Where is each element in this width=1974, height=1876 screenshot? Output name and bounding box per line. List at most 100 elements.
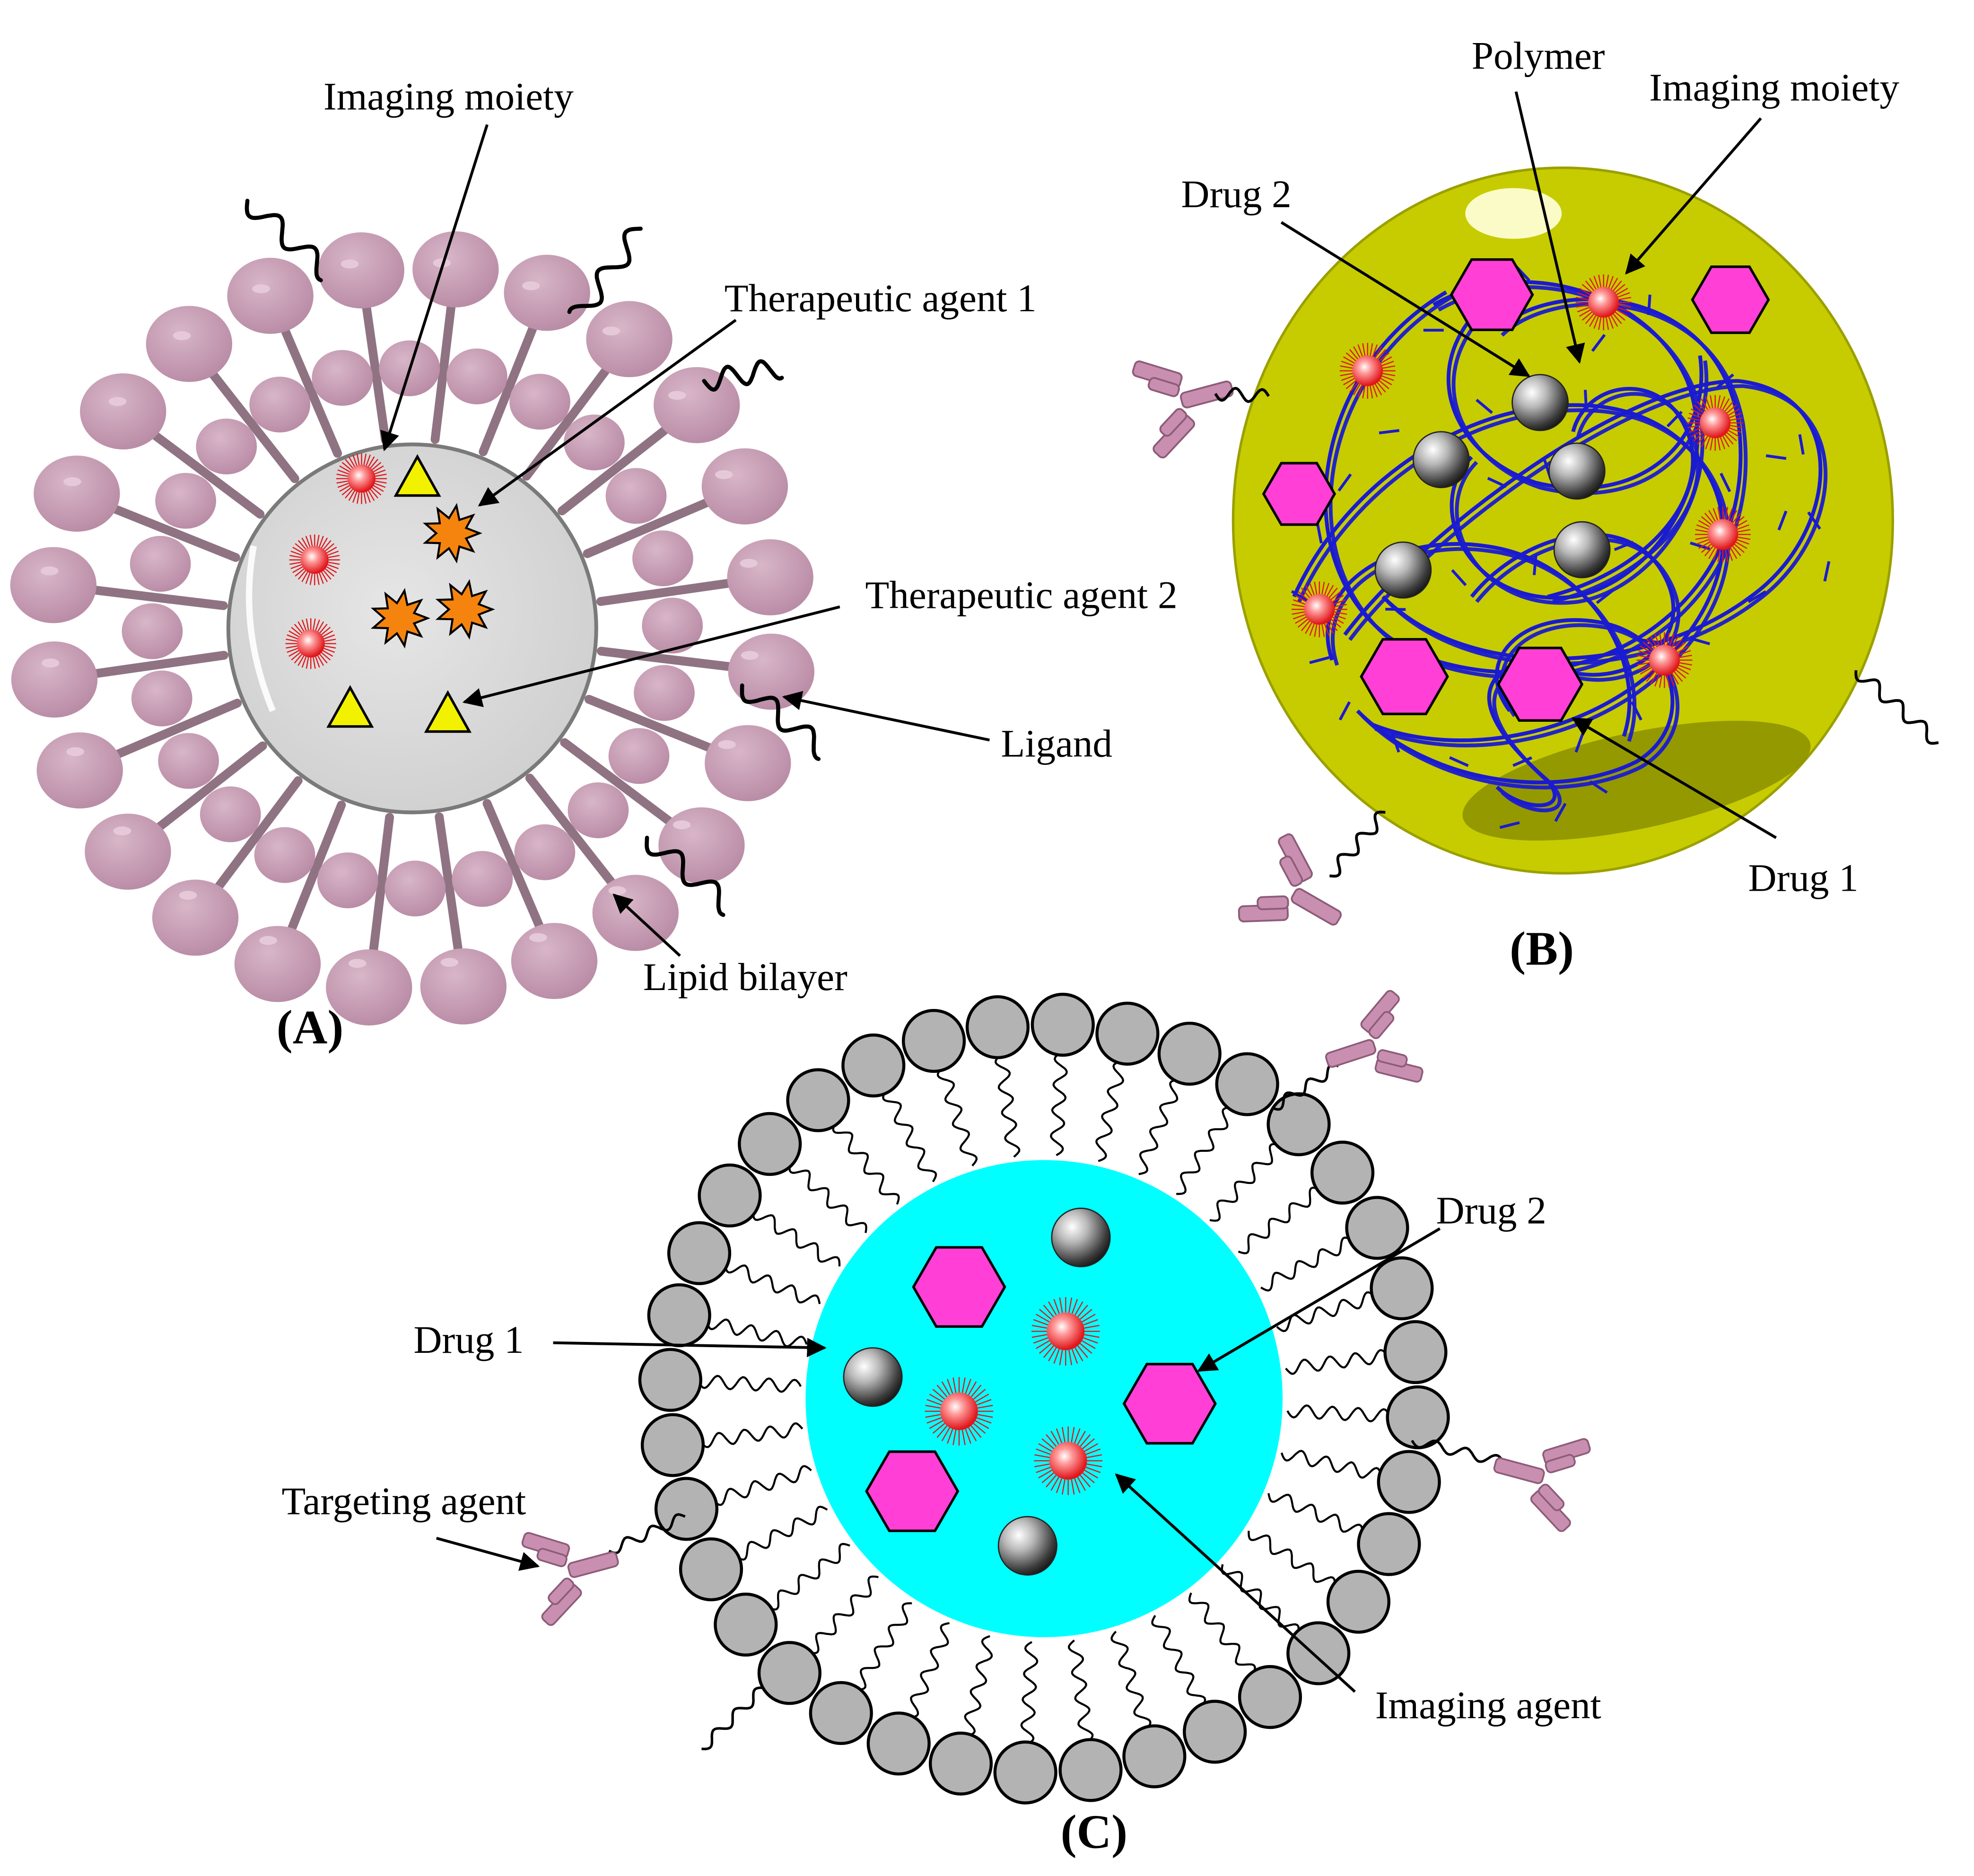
micelle-head (647, 1283, 711, 1348)
micelle-head (1310, 1140, 1375, 1205)
polymer-tick (1449, 756, 1469, 767)
lipid-tail (213, 776, 303, 892)
polymer-tick (1798, 434, 1805, 455)
liposome-contents (285, 453, 495, 733)
lipid-head-shine (668, 391, 686, 400)
antibody-tether (1411, 1439, 1505, 1463)
label-therapeutic-agent-2: Therapeutic agent 2 (865, 573, 1177, 617)
micelle-head (1286, 1621, 1351, 1685)
lipid-tail (280, 326, 342, 458)
lipid-tail (153, 741, 267, 833)
therapeutic-agent-triangle-icon (326, 685, 374, 728)
lipid-head-outer (318, 232, 404, 309)
drug-sphere-icon (1548, 442, 1606, 500)
micelle-head (809, 1681, 873, 1745)
lipid-head-outer (701, 448, 788, 525)
label-imaging-moiety-b: Imaging moiety (1649, 66, 1899, 109)
lipid-tail (107, 503, 240, 562)
imaging-moiety-icon (1031, 1297, 1100, 1366)
panel-c-arrows (436, 1227, 1441, 1693)
polymer-strand (1356, 618, 1675, 785)
polymer-tick (1591, 333, 1606, 352)
micelle-head (1183, 1700, 1247, 1764)
lipid-tail (479, 324, 538, 456)
micelle-head (901, 1008, 966, 1073)
lipid-tail (87, 585, 228, 610)
polymer-tick (1765, 454, 1787, 460)
lipid-head-shine (440, 958, 459, 967)
lipid-head-outer (36, 732, 123, 809)
micelle-head (928, 1731, 993, 1796)
micelle-head (1326, 1569, 1391, 1634)
micelle-head (1370, 1256, 1434, 1321)
lipid-tail (557, 424, 672, 516)
micelle-tail (1248, 1531, 1336, 1587)
lipid-tail (362, 303, 390, 445)
lipid-tail (430, 302, 456, 444)
micelle-tail (752, 1210, 841, 1267)
lipid-head-inner (568, 782, 629, 839)
drug-hexagon-icon (1691, 265, 1770, 334)
lipid-head-inner (312, 350, 373, 406)
micelle-head (1238, 1665, 1302, 1729)
therapeutic-agent-star-icon (370, 587, 430, 649)
micelle-tail (882, 1089, 937, 1183)
drug-hexagon-icon (1262, 462, 1336, 526)
lipid-head-outer (10, 547, 97, 623)
polymer-tick (1476, 398, 1493, 414)
lipid-head-shine (715, 470, 733, 479)
ligand-tether (1854, 670, 1939, 745)
lipid-head-shine (259, 936, 277, 945)
polymer-tick (1720, 473, 1731, 492)
drug-hexagon-icon (865, 1450, 960, 1532)
drug-sphere-icon (1374, 541, 1432, 599)
ligand-icon-group (245, 199, 821, 917)
micelle-tail (808, 1575, 879, 1655)
lipid-head-outer (586, 301, 673, 377)
polymer-tick (1309, 656, 1330, 664)
lipid-head-shine (740, 559, 758, 568)
drug-hexagon-icon (1450, 258, 1534, 331)
polymer-tick (1390, 732, 1400, 753)
imaging-moiety-icon (1575, 274, 1632, 331)
particle-highlight (1465, 188, 1562, 239)
polymer-tick (1614, 541, 1634, 551)
lipid-head-outer (658, 807, 745, 884)
micelle-head (1357, 1512, 1421, 1576)
polymer-tick (1385, 607, 1406, 611)
core-highlight (245, 545, 276, 712)
drug-sphere-icon (1412, 431, 1470, 489)
lipid-head-outer (511, 923, 598, 999)
micelle-head (993, 1740, 1057, 1805)
loose-tail (701, 1686, 764, 1751)
imaging-moiety-icon (1636, 632, 1693, 688)
drug-hexagon-icon (1496, 647, 1584, 722)
lipid-head-shine (41, 658, 60, 668)
micelle-tail (705, 1318, 808, 1348)
micelle-tail (1209, 1143, 1280, 1222)
micelle-tail (832, 1122, 900, 1205)
lipid-head-shine (179, 891, 197, 900)
lipid-head-outer (727, 539, 813, 615)
micelle-head (1377, 1450, 1441, 1514)
therapeutic-agent-star-icon (422, 503, 482, 564)
micelle-heads (638, 992, 1450, 1805)
micelle-tail (697, 1375, 802, 1393)
label-targeting-agent: Targeting agent (282, 1479, 526, 1523)
micelle-tail (1049, 1052, 1068, 1157)
micelle-contents (843, 1208, 1217, 1576)
micelle-tail (1280, 1450, 1383, 1479)
micelle-tail (768, 1543, 850, 1611)
micelle-tail (1095, 1060, 1125, 1162)
antibody-tether (1329, 810, 1386, 878)
polymer-tick (1337, 473, 1352, 492)
label-polymer: Polymer (1472, 34, 1605, 77)
lipid-head-inner (130, 535, 191, 592)
lipid-head-inner (509, 374, 570, 430)
antibody-tether (1214, 386, 1270, 403)
micelle-tail (995, 1054, 1021, 1158)
micelle-tail (1138, 1078, 1179, 1175)
lipid-head-inner (122, 603, 183, 659)
micelle-head (786, 1068, 850, 1132)
lipid-head-inner (384, 860, 446, 917)
